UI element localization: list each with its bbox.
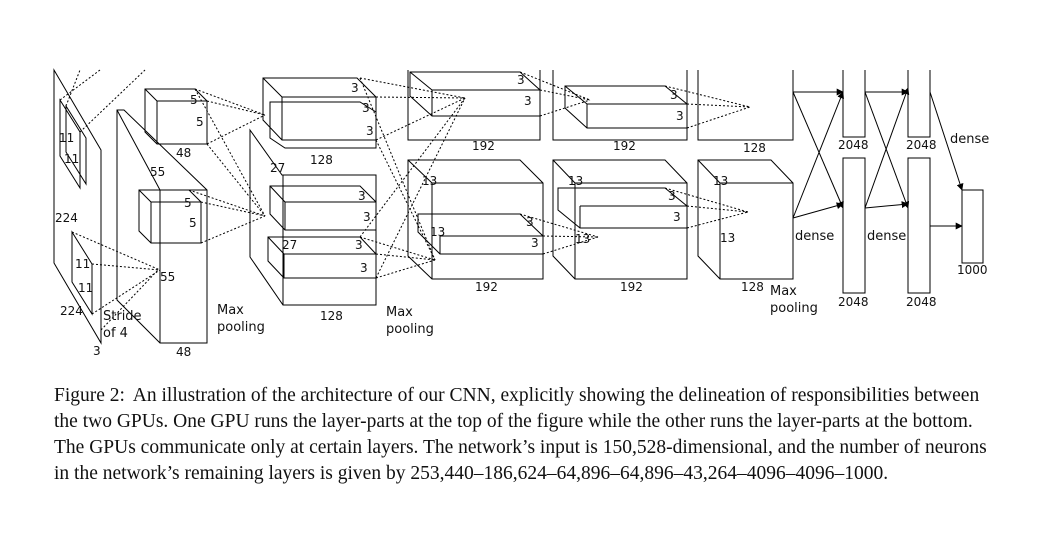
conv4-projections — [664, 85, 751, 229]
conv3-depth-label-2: 192 — [475, 280, 498, 294]
figure-caption: Figure 2: An illustration of the archite… — [54, 383, 1000, 487]
dense-label-3: dense — [950, 132, 989, 147]
fc6-label-bottom: 2048 — [838, 295, 869, 309]
fc6-label-top: 2048 — [838, 138, 869, 152]
fc7-bars — [907, 70, 931, 294]
input-kernel-label: 11 — [59, 131, 74, 145]
conv4-size-label-2: 13 — [575, 232, 590, 246]
conv2-kernel-label-4: 3 — [358, 189, 366, 203]
conv4-kernel-label-2: 3 — [676, 109, 684, 123]
conv2-kernel-label-3: 3 — [366, 124, 374, 138]
input-size-label: 224 — [55, 211, 78, 225]
dense-label-1: dense — [795, 229, 834, 244]
conv1-depth-label-2: 48 — [176, 345, 191, 359]
conv2-kernel-label-2: 3 — [362, 101, 370, 115]
figure-caption-text: An illustration of the architecture of o… — [54, 385, 987, 484]
conv5-volume — [697, 70, 794, 280]
conv2-kernel-label-7: 3 — [360, 261, 368, 275]
cnn-architecture-diagram: 11 11 224 11 11 224 Stride of 4 3 55 55 … — [53, 68, 989, 359]
conv2-projections — [359, 77, 466, 279]
input-size-label-2: 224 — [60, 304, 83, 318]
conv2-depth-label-2: 128 — [320, 309, 343, 323]
conv2-kernel-label: 3 — [351, 81, 359, 95]
fc7-label-top: 2048 — [906, 138, 937, 152]
input-kernel-label-3: 11 — [75, 257, 90, 271]
conv4-kernel-label-3: 3 — [668, 189, 676, 203]
fc7-label-bottom: 2048 — [906, 295, 937, 309]
stride-label-line1: Stride — [103, 309, 142, 324]
conv1-size-label: 55 — [150, 165, 165, 179]
conv4-kernel-label-4: 3 — [673, 210, 681, 224]
dense-label-2: dense — [867, 229, 906, 244]
conv2-size-label: 27 — [270, 161, 285, 175]
conv3-kernel-label-3: 3 — [526, 215, 534, 229]
conv5-size-label: 13 — [713, 174, 728, 188]
conv3-kernel-label-4: 3 — [531, 236, 539, 250]
conv3-size-label-2: 13 — [430, 225, 445, 239]
conv2-size-label-2: 27 — [282, 238, 297, 252]
conv2-kernel-label-6: 3 — [355, 238, 363, 252]
conv3-size-label: 13 — [422, 174, 437, 188]
pool3-label-line1: Max — [770, 284, 797, 299]
conv3-kernel-label: 3 — [517, 73, 525, 87]
input-kernel-label-4: 11 — [78, 281, 93, 295]
stride-label-line2: of 4 — [103, 326, 128, 341]
conv1-size-label-2: 55 — [160, 270, 175, 284]
conv1-kernel-label-4: 5 — [189, 216, 197, 230]
input-volume — [53, 68, 102, 345]
pool2-label-line2: pooling — [386, 322, 434, 337]
conv4-depth-label: 192 — [613, 139, 636, 153]
pool1-label-line2: pooling — [217, 320, 265, 335]
conv2-kernel-label-5: 3 — [363, 210, 371, 224]
output-label: 1000 — [957, 263, 988, 277]
conv1-kernel-label-3: 5 — [184, 196, 192, 210]
conv5-size-label-2: 13 — [720, 231, 735, 245]
conv5-depth-label-2: 128 — [741, 280, 764, 294]
diagram-labels: 11 11 224 11 11 224 Stride of 4 3 55 55 … — [55, 73, 989, 359]
conv3-kernel-label-2: 3 — [524, 94, 532, 108]
conv1-kernel-label: 5 — [190, 93, 198, 107]
pool1-label-line1: Max — [217, 303, 244, 318]
conv1-kernel-label-2: 5 — [196, 115, 204, 129]
conv4-depth-label-2: 192 — [620, 280, 643, 294]
input-kernel-label-2: 11 — [64, 152, 79, 166]
conv5-depth-label: 128 — [743, 141, 766, 155]
dense-connections — [792, 87, 964, 230]
pool2-label-line1: Max — [386, 305, 413, 320]
input-kernel-projections — [59, 69, 161, 331]
output-bar — [961, 189, 984, 264]
conv1-depth-label: 48 — [176, 146, 191, 160]
figure-caption-label: Figure 2: — [54, 385, 125, 406]
input-depth-label: 3 — [93, 344, 101, 358]
conv1-projections — [188, 88, 266, 244]
conv4-size-label: 13 — [568, 174, 583, 188]
conv2-depth-label: 128 — [310, 153, 333, 167]
conv4-kernel-label: 3 — [670, 88, 678, 102]
conv3-depth-label: 192 — [472, 139, 495, 153]
pool3-label-line2: pooling — [770, 301, 818, 316]
fc6-bars — [842, 70, 866, 294]
